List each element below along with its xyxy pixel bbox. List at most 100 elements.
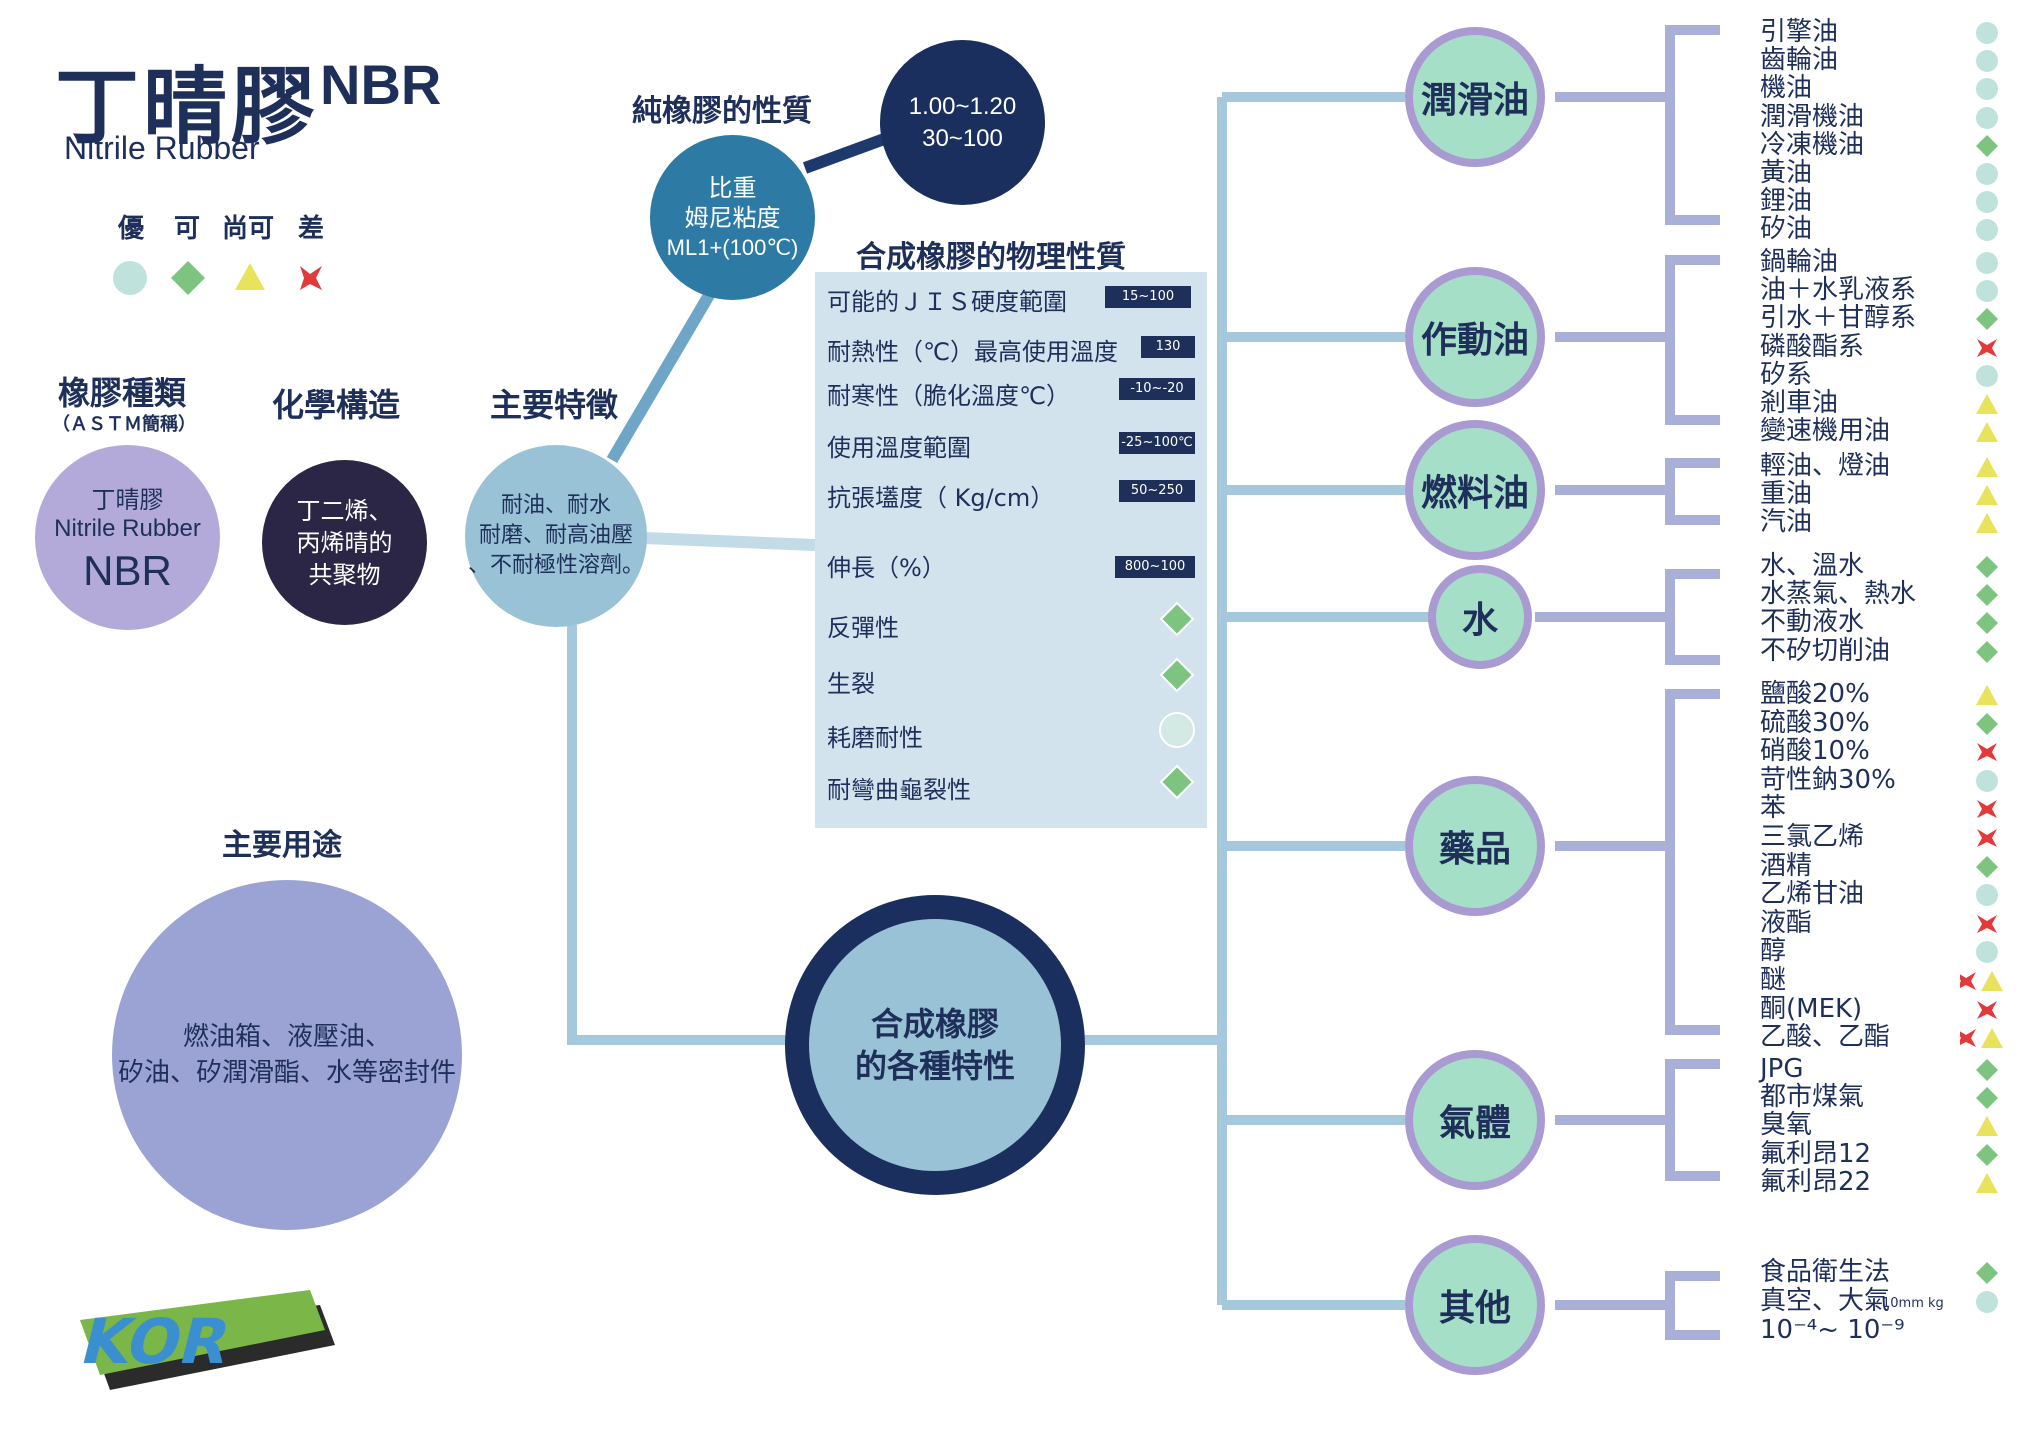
phys-label-flex-crack: 耐彎曲龜裂性: [827, 776, 971, 804]
fair-rating-icon: [1981, 971, 2003, 991]
fair-rating-icon: [1976, 1116, 1998, 1137]
chemical-structure-node: 丁二烯、 丙烯晴的 共聚物: [262, 460, 427, 625]
phys-value-cold: -10~-20: [1119, 378, 1195, 400]
poor-rating-icon: [1977, 743, 1997, 762]
category-item: 鋰油: [1760, 186, 1813, 217]
excellent-rating-icon: [1976, 219, 1998, 242]
poor-rating: [1977, 1000, 1997, 1019]
rating-good-icon: [1159, 601, 1195, 637]
fair-rating-icon: [1976, 457, 1998, 477]
main-features-node: 耐油、耐水 耐磨、耐高油壓 、不耐極性溶劑。: [465, 445, 647, 627]
good-rating-icon: [1976, 612, 1998, 635]
phys-label-tensile: 抗張壒度（ Kg/cm）: [827, 484, 1055, 512]
phys-value-hardness: 15~100: [1105, 286, 1191, 308]
excellent-rating: [1976, 252, 1998, 274]
category-item: JPG: [1760, 1054, 1804, 1084]
category-item: 苛性鈉30%: [1760, 764, 1896, 795]
category-item: 硝酸10%: [1760, 736, 1870, 767]
category-item: 液酯: [1760, 907, 1813, 938]
fair-rating-icon: [1976, 422, 1998, 443]
category-item: 乙酸、乙酯: [1760, 1022, 1891, 1053]
usage-line1: 燃油箱、液壓油、: [182, 1022, 391, 1052]
category-item: 引擎油: [1760, 17, 1839, 47]
poor-rating: [1977, 743, 1997, 762]
other-unit-label: 10mm kg: [1882, 1296, 1944, 1311]
title-zh: 丁晴膠: [55, 58, 320, 156]
category-item: 鹽酸20%: [1760, 679, 1870, 709]
phys-label-resilience: 反彈性: [827, 614, 899, 642]
category-item: 潤滑機油: [1760, 101, 1865, 132]
excellent-rating-icon: [1976, 364, 1998, 387]
category-item: 變速機用油: [1760, 416, 1891, 447]
excellent-rating: [1976, 106, 1998, 129]
category-gas: 氣體: [1405, 1050, 1545, 1190]
phys-rating-marks: [1159, 601, 1195, 800]
excellent-rating: [1976, 50, 1998, 73]
category-item: 臭氧: [1760, 1110, 1813, 1141]
phys-value-heat: 130: [1141, 336, 1195, 358]
poor-rating-icon: [1960, 972, 1976, 990]
category-item: 氟利昂22: [1760, 1166, 1872, 1197]
rubber-type-node: 丁晴膠 Nitrile Rubber NBR: [35, 445, 220, 630]
excellent-rating-icon: [1976, 884, 1998, 907]
excellent-rating: [1976, 163, 1998, 185]
pure-line3: ML1+(100℃): [666, 234, 799, 260]
category-hydraulic-oil: 作動油: [1405, 267, 1545, 407]
excellent-rating: [1976, 191, 1998, 214]
features-line2: 耐磨、耐高油壓: [478, 523, 633, 548]
excellent-rating: [1976, 941, 1998, 964]
poor-rating-icon: [1977, 338, 1997, 357]
category-item: 冷凍機油: [1760, 129, 1865, 160]
center-line1: 合成橡膠: [870, 1005, 999, 1043]
heading-pure-properties: 純橡膠的性質: [632, 94, 812, 129]
excellent-rating: [1976, 1291, 1998, 1313]
rating-excellent-icon: [1159, 712, 1195, 748]
category-item: 乙烯甘油: [1760, 879, 1865, 910]
good-rating-icon: [1976, 584, 1998, 607]
physical-properties-panel: 可能的ＪＩＳ硬度範圍 15~100 耐熱性（℃）最高使用溫度 130 耐寒性（脆…: [815, 272, 1207, 828]
phys-label-tear: 生裂: [827, 670, 875, 698]
good-rating-icon: [1976, 1087, 1998, 1110]
legend-label-fair: 尚可: [222, 214, 275, 244]
category-chemicals: 藥品: [1405, 776, 1545, 916]
good-rating-icon: [1976, 134, 1998, 157]
category-item: 磷酸酯系: [1760, 331, 1865, 362]
pure-line2: 姆尼粘度: [684, 203, 781, 232]
poor-rating-icon: [1977, 800, 1997, 819]
subtitle-en: Nitrile Rubber: [64, 130, 260, 166]
legend-label-poor: 差: [298, 214, 325, 244]
category-item: 醇: [1760, 936, 1787, 967]
category-item: 醚: [1760, 965, 1787, 995]
usage-line2: 矽油、矽潤滑酯、水等密封件: [117, 1058, 456, 1088]
heading-main-usage: 主要用途: [222, 828, 342, 863]
excellent-rating-icon: [1976, 163, 1998, 185]
poor-fair-rating: [1960, 1028, 2003, 1049]
excellent-rating: [1976, 78, 1998, 101]
title-code: NBR: [320, 53, 442, 116]
good-rating: [1976, 584, 1998, 607]
category-item: 都市煤氣: [1760, 1082, 1865, 1113]
category-item: 氟利昂12: [1760, 1138, 1872, 1169]
poor-rating-icon: [1977, 914, 1997, 933]
excellent-rating: [1976, 769, 1998, 792]
fair-rating: [1976, 457, 1998, 477]
fair-rating: [1976, 394, 1998, 414]
category-item: 三氯乙烯: [1760, 822, 1865, 852]
good-rating-icon: [1976, 640, 1998, 663]
excellent-rating-icon: [1976, 1291, 1998, 1313]
legend-label-excellent: 優: [118, 214, 145, 244]
fair-rating: [1976, 1116, 1998, 1137]
center-node-outer: 合成橡膠 的各種特性: [785, 895, 1085, 1195]
category-item: 不動液水: [1760, 607, 1865, 638]
legend-poor-icon: [300, 266, 322, 290]
phys-label-hardness: 可能的ＪＩＳ硬度範圍: [827, 288, 1067, 316]
excellent-rating: [1976, 280, 1998, 303]
excellent-rating-icon: [1976, 106, 1998, 129]
excellent-rating-icon: [1976, 252, 1998, 274]
good-rating-icon: [1976, 1143, 1998, 1166]
structure-line2: 丙烯晴的: [296, 528, 393, 557]
poor-rating-icon: [1977, 829, 1997, 847]
good-rating: [1976, 640, 1998, 663]
category-fuel-oil: 燃料油: [1405, 420, 1545, 560]
